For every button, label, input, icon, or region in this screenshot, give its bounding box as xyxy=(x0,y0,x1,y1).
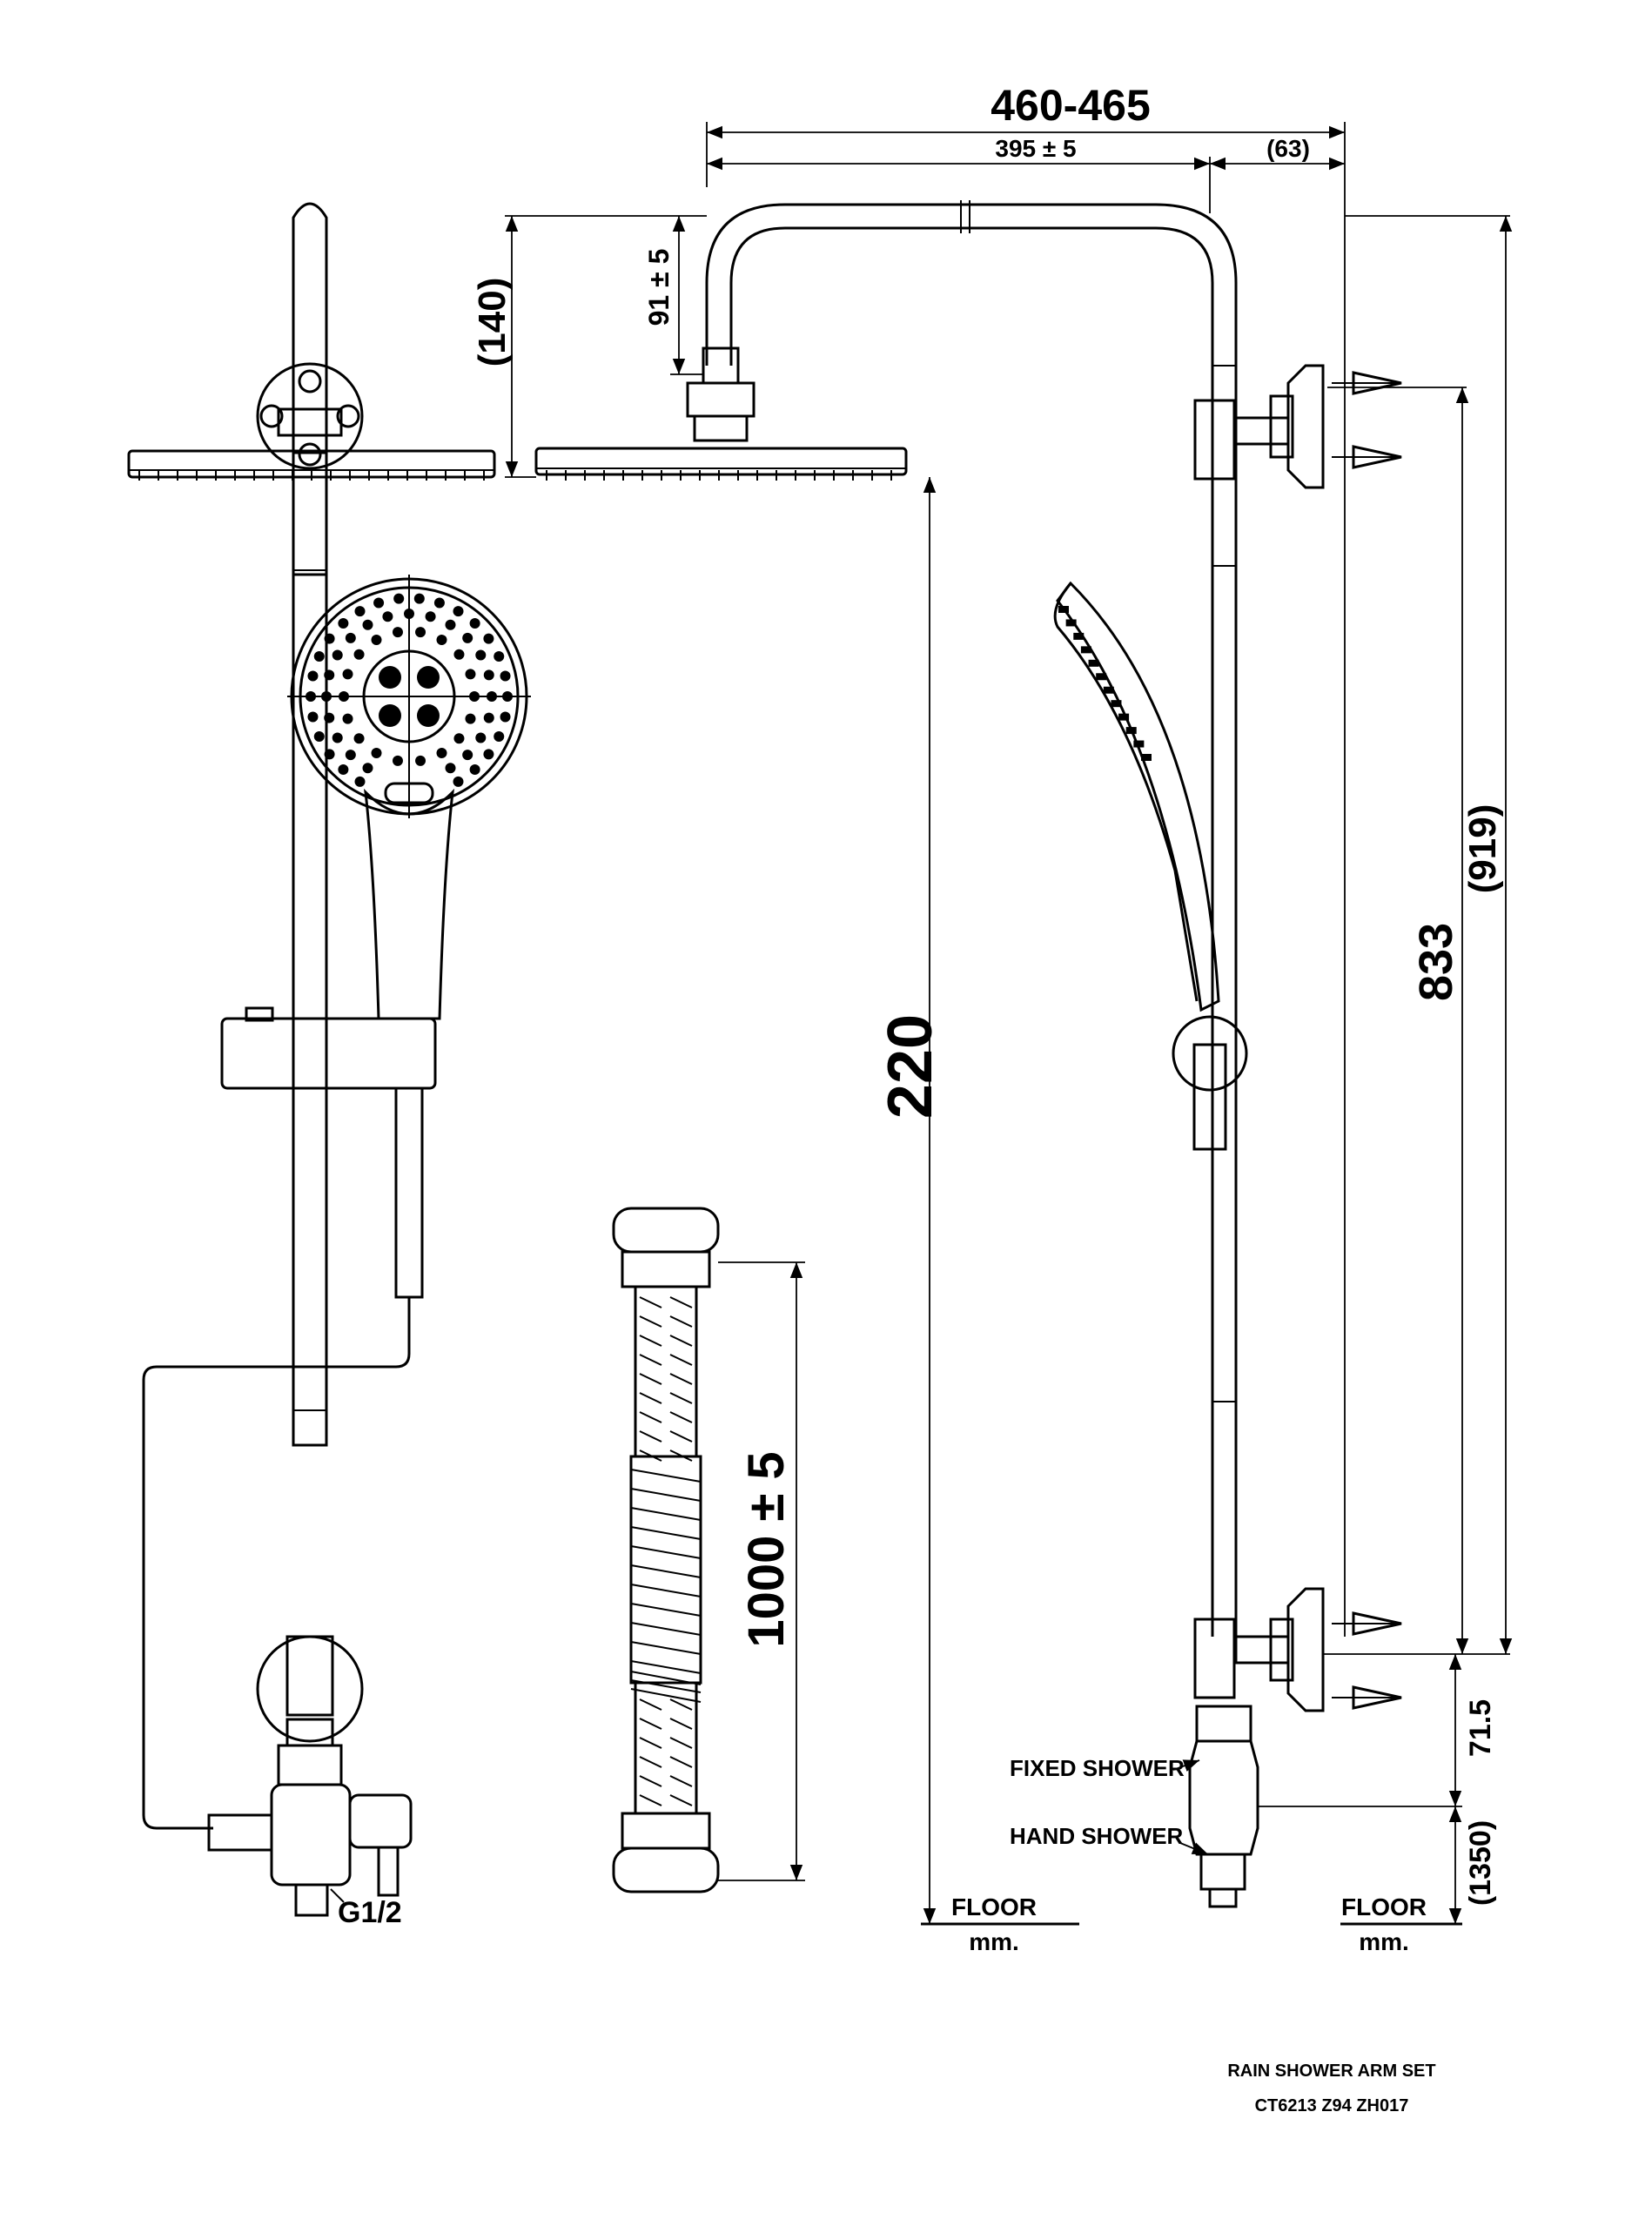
dimension-lines xyxy=(505,122,1513,1926)
product-name: RAIN SHOWER ARM SET xyxy=(1227,2061,1435,2081)
dim-arm-drop: 91 ± 5 xyxy=(643,249,675,326)
unit-label-left: mm. xyxy=(969,1928,1019,1955)
dim-rail-length: 833 xyxy=(1410,923,1462,1001)
dim-overall-width: 460-465 xyxy=(991,81,1151,130)
side-view xyxy=(534,200,1402,1908)
dim-top-height: (919) xyxy=(1461,804,1504,894)
thread-label: G1/2 xyxy=(338,1896,402,1929)
screw-icon xyxy=(1332,371,1402,469)
screw-icon xyxy=(1332,1611,1402,1710)
dim-outlet-height: (1350) xyxy=(1464,1820,1497,1906)
floor-label-right: FLOOR xyxy=(1341,1893,1427,1920)
dim-arm-offset: (63) xyxy=(1266,135,1310,162)
front-view xyxy=(127,202,531,1917)
fixed-shower-label: FIXED SHOWER xyxy=(1010,1755,1185,1781)
floor-label-left: FLOOR xyxy=(951,1893,1037,1920)
hose-detail xyxy=(612,1207,720,1893)
hand-shower-label: HAND SHOWER xyxy=(1010,1823,1184,1849)
dim-hose-length: 1000 ± 5 xyxy=(738,1451,795,1647)
unit-label-right: mm. xyxy=(1359,1928,1409,1955)
dim-arm-length: 395 ± 5 xyxy=(995,135,1076,162)
dim-head-to-floor: 220 xyxy=(876,1014,945,1119)
dim-outlet-spacing: 71.5 xyxy=(1464,1699,1497,1757)
model-number: CT6213 Z94 ZH017 xyxy=(1255,2096,1409,2115)
dim-arm-height: (140) xyxy=(471,278,514,367)
